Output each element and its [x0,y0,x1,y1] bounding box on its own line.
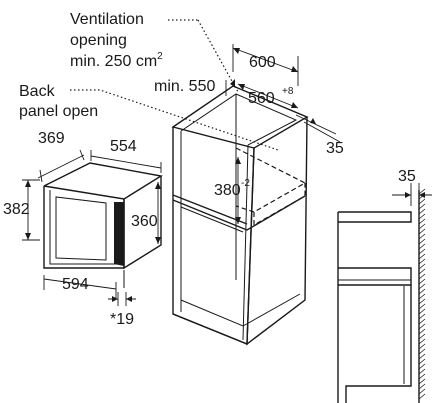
dim-560-tolerance: +8 [282,86,294,97]
side-section: 35 [337,168,432,403]
dim-380: 380 [214,182,241,199]
dim-369: 369 [38,130,65,147]
niche-outline [235,147,307,227]
dim-560: 560 [248,90,275,107]
dim-600: 600 [249,54,276,71]
dim-380-tolerance: -2 [241,178,250,189]
ventilation-label-line3: min. 250 cm2 [70,51,163,70]
appliance-dimensions: 369 554 382 360 594 *19 [3,130,162,328]
dim-382: 382 [3,201,30,218]
wall-hatching [418,188,426,400]
back-panel-label-line1: Back [19,83,56,100]
dim-35-side: 35 [398,168,416,185]
dim-35-top: 35 [326,140,344,157]
dim-19: *19 [110,311,134,328]
back-panel-label-line2: panel open [19,103,98,120]
dim-594: 594 [62,276,89,293]
dim-554: 554 [110,138,137,155]
cabinet-dimensions: 600 min. 550 560 +8 35 380 -2 [154,44,344,224]
dim-360: 360 [131,213,158,230]
ventilation-label-line2: opening [70,32,127,49]
annotations: Ventilation opening min. 250 cm2 Back pa… [19,11,279,151]
appliance-drawing [43,162,163,288]
min-550-label: min. 550 [154,78,215,95]
ventilation-label-line1: Ventilation [70,11,144,28]
cabinet-drawing [171,85,309,346]
